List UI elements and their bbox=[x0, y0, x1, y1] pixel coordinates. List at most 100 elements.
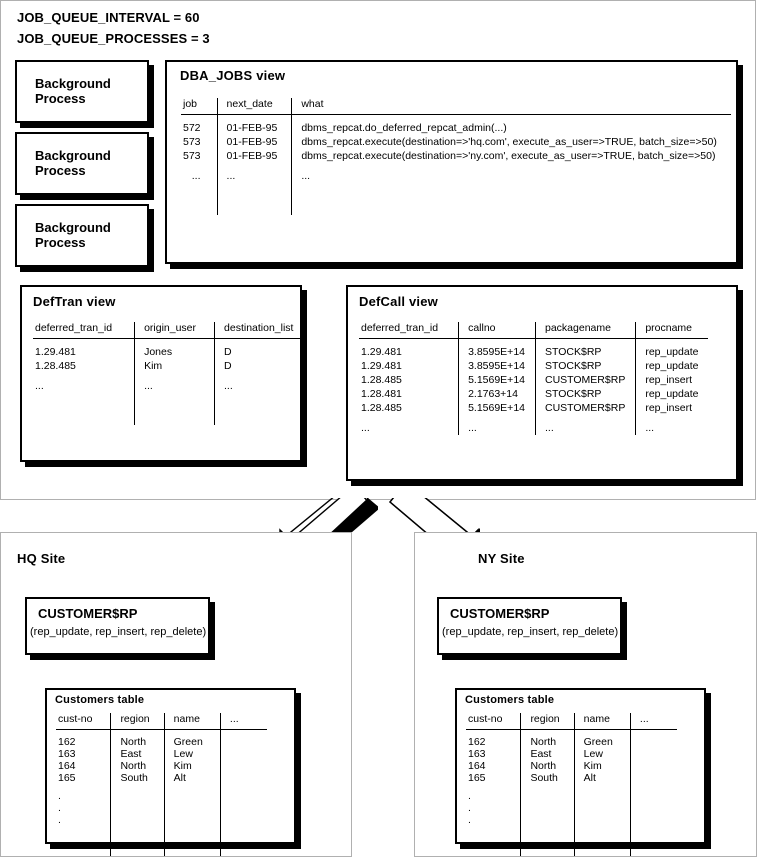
table-row-ellipsis: . bbox=[56, 814, 267, 826]
table-header-row: job next_date what bbox=[181, 98, 731, 115]
cell-job: 572 bbox=[183, 122, 201, 134]
cell-cust-no: . bbox=[468, 790, 471, 802]
cell-more bbox=[219, 802, 267, 814]
cell-what: dbms_repcat.do_deferred_repcat_admin(...… bbox=[291, 121, 731, 135]
cell-callno: 3.8595E+14 bbox=[458, 359, 536, 373]
cell-region: South bbox=[110, 772, 165, 784]
cell-region bbox=[520, 802, 575, 814]
cell-more bbox=[629, 736, 677, 748]
cell-deferred-tran-id: 1.29.481 bbox=[361, 346, 402, 358]
col-procname: procname bbox=[635, 322, 709, 339]
cell-destination-list: D bbox=[214, 345, 304, 359]
table-row: 163 East Lew bbox=[466, 748, 677, 760]
ny-package-procs: (rep_update, rep_insert, rep_delete) bbox=[442, 626, 619, 638]
col-cust-no: cust-no bbox=[56, 713, 111, 730]
table-row: 165 South Alt bbox=[56, 772, 267, 784]
cell-next-date: ... bbox=[216, 169, 292, 183]
cell-cust-no: 164 bbox=[58, 760, 76, 772]
table-row: 573 01-FEB-95 dbms_repcat.execute(destin… bbox=[181, 149, 731, 163]
cell-job: 573 bbox=[183, 136, 201, 148]
cell-destination-list: ... bbox=[214, 379, 304, 393]
table-header-row: cust-no region name ... bbox=[466, 713, 677, 730]
table-row-ellipsis: ... ... ... bbox=[181, 169, 731, 183]
table-row: 1.28.485 5.1569E+14 CUSTOMER$RP rep_inse… bbox=[359, 373, 709, 387]
hq-site-title: HQ Site bbox=[17, 551, 66, 566]
cell-deferred-tran-id: ... bbox=[361, 422, 370, 434]
cell-procname: rep_update bbox=[635, 387, 709, 401]
cell-cust-no: 165 bbox=[58, 772, 76, 784]
cell-deferred-tran-id: 1.28.485 bbox=[35, 360, 76, 372]
background-process-box-3: Background Process bbox=[15, 204, 149, 267]
cell-packagename: STOCK$RP bbox=[534, 359, 636, 373]
cell-region: North bbox=[110, 760, 165, 772]
cell-more bbox=[629, 772, 677, 784]
param-job-queue-processes: JOB_QUEUE_PROCESSES = 3 bbox=[17, 31, 210, 46]
cell-name bbox=[573, 790, 631, 802]
cell-cust-no: . bbox=[58, 814, 61, 826]
col-more: ... bbox=[629, 713, 677, 730]
cell-name: Alt bbox=[163, 772, 221, 784]
cell-job: ... bbox=[191, 170, 201, 182]
cell-cust-no: 164 bbox=[468, 760, 486, 772]
cell-origin-user: Kim bbox=[134, 359, 215, 373]
cell-origin-user: ... bbox=[134, 379, 215, 393]
table-header-row: cust-no region name ... bbox=[56, 713, 267, 730]
cell-region bbox=[110, 790, 165, 802]
cell-deferred-tran-id: ... bbox=[35, 380, 44, 392]
table-row-ellipsis: . bbox=[56, 790, 267, 802]
ny-site-title: NY Site bbox=[478, 551, 525, 566]
cell-more bbox=[629, 814, 677, 826]
cell-packagename: CUSTOMER$RP bbox=[534, 401, 636, 415]
cell-procname: rep_update bbox=[635, 345, 709, 359]
ny-package-box: CUSTOMER$RP (rep_update, rep_insert, rep… bbox=[437, 597, 622, 655]
hq-package-procs: (rep_update, rep_insert, rep_delete) bbox=[30, 626, 207, 638]
col-region: region bbox=[520, 713, 575, 730]
cell-job: 573 bbox=[183, 150, 201, 162]
cell-what: ... bbox=[291, 169, 731, 183]
deftran-table: deferred_tran_id origin_user destination… bbox=[33, 322, 304, 425]
cell-name bbox=[573, 814, 631, 826]
cell-cust-no: 163 bbox=[58, 748, 76, 760]
col-packagename: packagename bbox=[534, 322, 636, 339]
cell-packagename: CUSTOMER$RP bbox=[534, 373, 636, 387]
cell-more bbox=[629, 760, 677, 772]
table-row-ellipsis: . bbox=[466, 790, 677, 802]
background-process-box-2: Background Process bbox=[15, 132, 149, 195]
cell-more bbox=[219, 790, 267, 802]
col-name: name bbox=[573, 713, 631, 730]
cell-what: dbms_repcat.execute(destination=>'ny.com… bbox=[291, 149, 731, 163]
cell-cust-no: . bbox=[468, 814, 471, 826]
cell-region: East bbox=[520, 748, 575, 760]
cell-more bbox=[629, 802, 677, 814]
defcall-view-title: DefCall view bbox=[359, 294, 438, 309]
table-row: 1.28.481 2.1763+14 STOCK$RP rep_update bbox=[359, 387, 709, 401]
cell-more bbox=[629, 748, 677, 760]
table-row-ellipsis: . bbox=[56, 802, 267, 814]
col-callno: callno bbox=[458, 322, 536, 339]
cell-callno: 5.1569E+14 bbox=[458, 373, 536, 387]
table-row-ellipsis: . bbox=[466, 802, 677, 814]
cell-cust-no: 162 bbox=[468, 736, 486, 748]
cell-name: Lew bbox=[163, 748, 221, 760]
table-row: 1.29.481 3.8595E+14 STOCK$RP rep_update bbox=[359, 345, 709, 359]
ny-customers-table: cust-no region name ... 162 North Green … bbox=[466, 713, 677, 856]
table-row: 573 01-FEB-95 dbms_repcat.execute(destin… bbox=[181, 135, 731, 149]
cell-procname: rep_update bbox=[635, 359, 709, 373]
cell-name: Kim bbox=[573, 760, 631, 772]
cell-region: North bbox=[110, 736, 165, 748]
col-destination-list: destination_list bbox=[214, 322, 304, 339]
cell-region bbox=[110, 814, 165, 826]
cell-packagename: ... bbox=[534, 421, 636, 435]
cell-next-date: 01-FEB-95 bbox=[216, 121, 292, 135]
cell-callno: ... bbox=[458, 421, 536, 435]
cell-region: North bbox=[520, 760, 575, 772]
cell-procname: rep_insert bbox=[635, 373, 709, 387]
cell-name: Green bbox=[163, 736, 221, 748]
cell-what: dbms_repcat.execute(destination=>'hq.com… bbox=[291, 135, 731, 149]
table-row: 162 North Green bbox=[466, 736, 677, 748]
col-job: job bbox=[181, 98, 218, 115]
cell-origin-user: Jones bbox=[134, 345, 215, 359]
cell-procname: ... bbox=[635, 421, 709, 435]
table-row-ellipsis: . bbox=[466, 814, 677, 826]
table-row: 1.28.485 Kim D bbox=[33, 359, 304, 373]
